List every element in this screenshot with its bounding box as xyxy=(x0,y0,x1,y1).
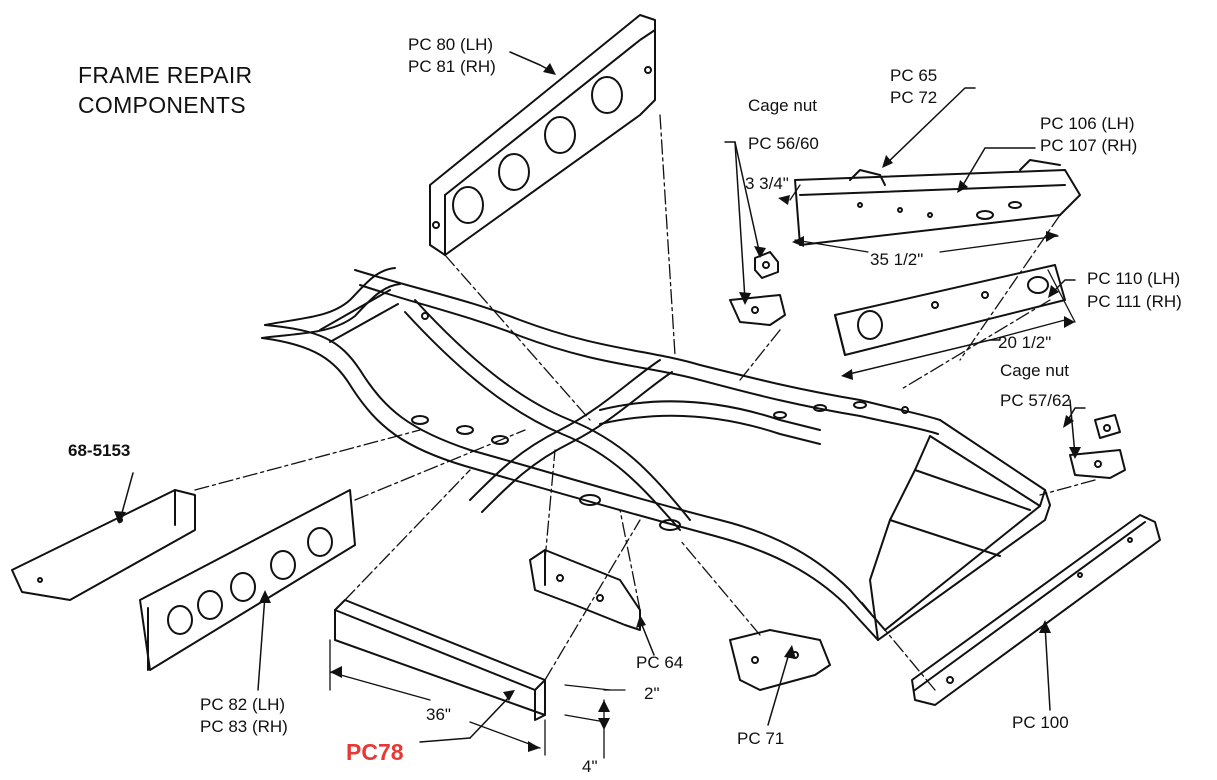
pc80-81-part xyxy=(429,14,656,256)
pc106-107-part xyxy=(794,159,1081,246)
pc78-part xyxy=(334,599,546,721)
part-68-5153 xyxy=(11,489,196,601)
dimension-2: 2" xyxy=(644,684,660,703)
construction-lines xyxy=(194,114,1096,691)
label-pc78-highlight: PC78 xyxy=(346,739,404,765)
label-pc64: PC 64 xyxy=(636,653,684,672)
pc56-60-bracket xyxy=(729,251,786,326)
dimension-36: 36" xyxy=(426,705,451,724)
label-pc107: PC 107 (RH) xyxy=(1040,136,1138,155)
dimension-35-1-2: 35 1/2" xyxy=(870,250,924,269)
pc110-111-part xyxy=(834,264,1066,356)
main-chassis-frame xyxy=(261,267,1051,641)
label-pc83: PC 83 (RH) xyxy=(200,717,288,736)
label-pc100: PC 100 xyxy=(1012,713,1069,732)
label-cage-nut-upper: Cage nut xyxy=(748,96,817,115)
label-pc80: PC 80 (LH) xyxy=(408,35,494,54)
dimension-3-3-4: 3 3/4" xyxy=(745,174,789,193)
pc82-83-part xyxy=(139,489,356,671)
label-cage-nut-lower: Cage nut xyxy=(1000,361,1069,380)
label-pc106: PC 106 (LH) xyxy=(1040,114,1135,133)
label-pc71: PC 71 xyxy=(737,729,785,748)
label-pc82: PC 82 (LH) xyxy=(200,695,286,714)
label-pc81: PC 81 (RH) xyxy=(408,57,496,76)
diagram-title-line2: COMPONENTS xyxy=(78,92,246,118)
label-pc56-60: PC 56/60 xyxy=(748,134,819,153)
label-pc57-62: PC 57/62 xyxy=(1000,391,1071,410)
leader-lines xyxy=(119,51,1086,743)
label-68-5153: 68-5153 xyxy=(68,441,131,460)
pc71-part xyxy=(729,629,831,691)
label-pc111: PC 111 (RH) xyxy=(1087,292,1182,311)
dimension-20-1-2: 20 1/2" xyxy=(998,333,1052,352)
dimension-4: 4" xyxy=(582,757,598,776)
dimension-lines xyxy=(329,184,1076,759)
pc100-part xyxy=(911,514,1161,706)
label-pc65: PC 65 xyxy=(890,66,938,85)
label-pc72: PC 72 xyxy=(890,88,938,107)
pc64-part xyxy=(529,549,641,631)
diagram-title-line1: FRAME REPAIR xyxy=(78,62,253,88)
label-pc110: PC 110 (LH) xyxy=(1087,269,1181,288)
pc57-62-bracket xyxy=(1069,414,1126,479)
